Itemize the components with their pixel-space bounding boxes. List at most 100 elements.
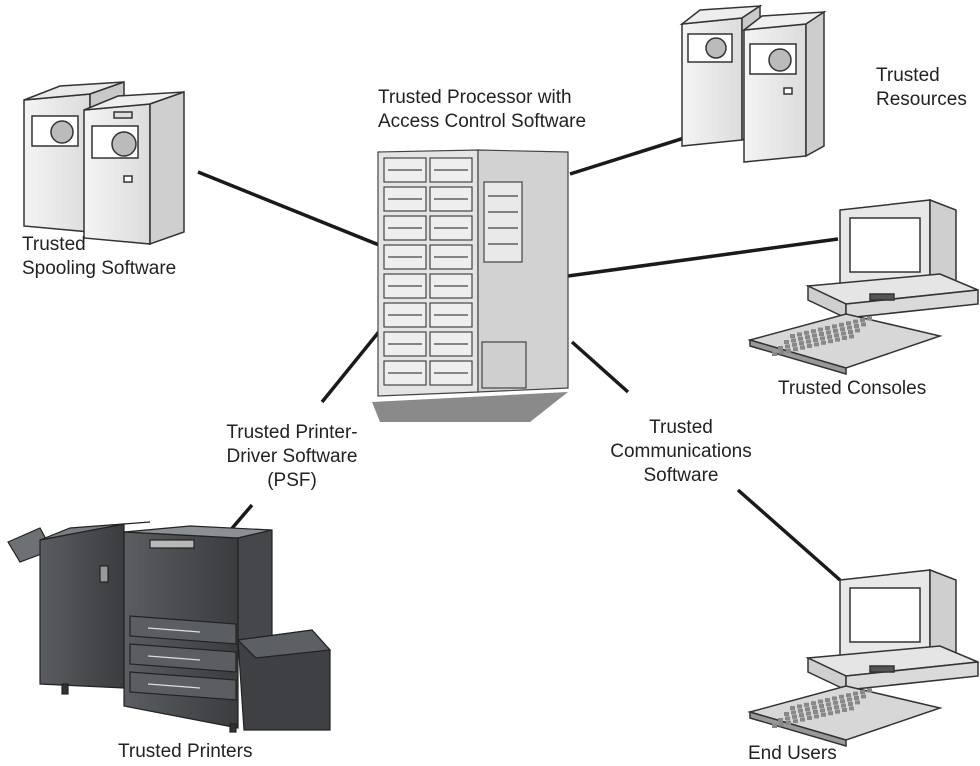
keyboard-key <box>848 702 853 706</box>
keyboard-key <box>778 346 783 350</box>
rack-drive-bays <box>383 157 473 386</box>
keyboard-key <box>834 333 839 338</box>
keyboard-key <box>793 719 798 724</box>
keyboard-key <box>818 327 823 332</box>
keyboard-key <box>834 705 839 710</box>
keyboard-key <box>820 336 825 341</box>
keyboard-key <box>806 711 811 716</box>
keyboard-key <box>806 339 811 344</box>
label-printers: Trusted Printers <box>118 741 253 762</box>
keyboard-key <box>799 341 804 346</box>
keyboard-key <box>807 716 812 720</box>
label-end-users: End Users <box>748 743 837 764</box>
keyboard-key <box>813 710 818 714</box>
keyboard-key <box>847 697 852 702</box>
keyboard-key <box>847 325 852 330</box>
keyboard-key <box>821 340 826 345</box>
label-consoles: Trusted Consoles <box>778 378 927 399</box>
keyboard-key <box>835 709 840 714</box>
keyboard-key <box>819 332 824 336</box>
keyboard-key <box>854 696 859 700</box>
keyboard-key <box>793 347 798 352</box>
label-printer-driver: Trusted Printer-Driver Software(PSF) <box>226 422 358 491</box>
link-printer-driver <box>320 326 384 404</box>
keyboard-key <box>855 328 860 333</box>
keyboard-key <box>812 705 817 710</box>
keyboard-key <box>811 329 816 334</box>
printer-icon <box>7 521 332 733</box>
console-workstation-icon <box>747 198 979 375</box>
keyboard-key <box>800 345 805 350</box>
keyboard-key <box>860 318 865 322</box>
keyboard-key <box>779 350 784 355</box>
keyboard-key <box>835 337 840 342</box>
keyboard-key <box>848 330 853 334</box>
keyboard-key <box>842 336 847 340</box>
keyboard-key <box>785 344 790 349</box>
connection-lines <box>197 126 842 582</box>
keyboard-key <box>819 704 824 708</box>
keyboard-key <box>832 696 837 701</box>
keyboard-key <box>833 700 838 705</box>
keyboard-key <box>826 330 831 335</box>
keyboard-key <box>792 714 797 719</box>
keyboard-key <box>799 713 804 718</box>
keyboard-key <box>849 706 854 711</box>
keyboard-key <box>798 708 803 713</box>
keyboard-key <box>839 694 844 699</box>
keyboard-key <box>790 706 795 710</box>
keyboard-key <box>786 720 791 725</box>
keyboard-key <box>853 319 858 324</box>
keyboard-key <box>827 334 832 339</box>
keyboard-key <box>841 703 846 708</box>
processor-rack-icon <box>372 149 569 422</box>
keyboard-key <box>790 334 795 338</box>
keyboard-key <box>811 701 816 706</box>
keyboard-key <box>798 336 803 341</box>
keyboard-key <box>807 344 812 348</box>
keyboard-key <box>772 352 777 356</box>
keyboard-key <box>779 722 784 727</box>
keyboard-key <box>784 712 789 716</box>
keyboard-key <box>797 332 802 337</box>
keyboard-key <box>841 331 846 336</box>
keyboard-key <box>840 327 845 332</box>
keyboard-key <box>785 716 790 721</box>
keyboard-key <box>821 712 826 717</box>
link-communications <box>570 340 630 394</box>
keyboard-key <box>812 333 817 338</box>
end-user-workstation-icon <box>747 568 979 747</box>
keyboard-key <box>820 708 825 713</box>
keyboard-key <box>797 704 802 709</box>
keyboard-key <box>791 710 796 715</box>
keyboard-key <box>842 708 847 712</box>
keyboard-key <box>828 339 833 344</box>
keyboard-key <box>825 326 830 330</box>
keyboard-key <box>867 316 872 321</box>
keyboard-key <box>786 348 791 353</box>
keyboard-key <box>846 693 851 698</box>
keyboard-keys <box>772 688 872 728</box>
keyboard-key <box>818 699 823 704</box>
keyboard-key <box>827 706 832 711</box>
keyboard-key <box>804 702 809 707</box>
link-end-users <box>736 488 842 582</box>
keyboard-key <box>778 718 783 722</box>
keyboard-key <box>804 330 809 335</box>
keyboard-key <box>861 322 866 327</box>
keyboard-key <box>825 698 830 702</box>
keyboard-key <box>784 340 789 344</box>
keyboard-key <box>861 694 866 699</box>
keyboard-key <box>813 338 818 342</box>
keyboard-key <box>839 322 844 327</box>
keyboard-key <box>833 328 838 333</box>
keyboard-key <box>867 688 872 693</box>
keyboard-key <box>855 700 860 705</box>
keyboard-key <box>791 338 796 343</box>
resources-server-icon <box>679 4 827 163</box>
